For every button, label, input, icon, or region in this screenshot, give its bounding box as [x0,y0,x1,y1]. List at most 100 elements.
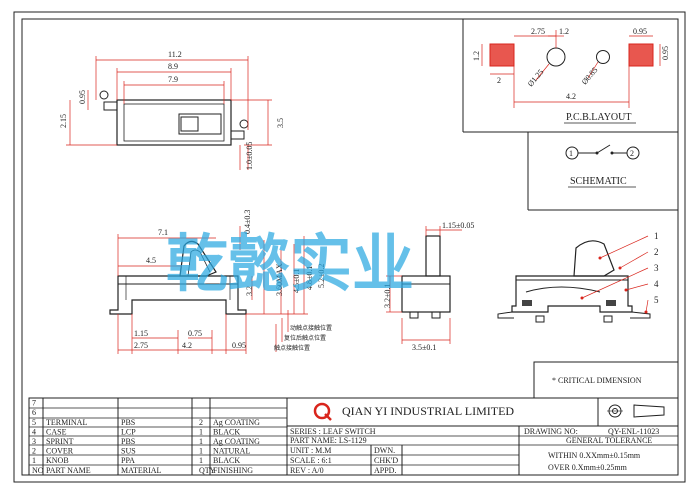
callout-dot-5 [644,310,648,314]
front-dim-36max: 3.60MAX [275,263,284,296]
title-part-name: PART NAME: LS-1129 [290,436,367,445]
top-body-inner [123,103,225,142]
title-block: QIAN YI INDUSTRIAL LIMITED SERIES : LEAF… [286,397,679,476]
top-knob-window [178,113,222,135]
front-dim-115: 1.15 [134,329,148,338]
front-dim-095: 0.95 [232,341,246,350]
section-contact-right [606,300,616,306]
pcb-layout-title: P.C.B.LAYOUT [566,112,631,123]
bom-cell-no: 5 [32,418,36,427]
outer-border [13,11,686,483]
callout-3: 3 [654,263,659,273]
front-note-2: 复位后触点位置 [284,334,326,342]
pcb-layout: 2.75 1.2 0.95 1.2 2 0.95 4.2 Ø1.25 Ø0.85… [472,27,670,124]
callout-dot-3 [580,296,584,300]
bom-cell-no: 6 [32,408,36,417]
pcb-dim-095b: 0.95 [661,46,670,60]
bom-cell-qty: QTY [199,466,216,475]
front-dim-45: 4.5 [146,256,156,265]
bom-cell-part: PART NAME [46,466,91,475]
front-knob-inner [187,249,211,277]
side-body [401,275,451,313]
bom-cell-no: 1 [32,456,36,465]
top-dim-112: 11.2 [168,50,182,59]
top-dim-215: 2.15 [59,114,68,128]
bom-cell-part: TERMINAL [46,418,87,427]
pcb-dim-2: 2 [497,76,501,85]
callout-dot-2 [618,266,622,270]
bom-cell-part: COVER [46,447,74,456]
pcb-dim-12b: 1.2 [472,51,481,61]
top-pin-right [239,119,249,129]
front-body-outline [109,275,247,315]
side-dim-35: 3.5±0.1 [412,343,436,352]
front-note-1: 动触点接触位置 [290,324,332,332]
bom-cell-no: 4 [32,427,36,436]
front-dim-32: 3.2 [245,286,254,296]
title-tol-over: OVER 0.Xmm±0.25mm [548,463,628,472]
top-dim-89: 8.9 [168,62,178,71]
front-dim-45b: 4.5±0.1 [292,269,301,293]
critical-note: * CRITICAL DIMENSION [552,376,642,385]
section-foot-right [603,315,613,323]
callout-2: 2 [654,247,659,257]
bom-cell-qty: 1 [199,437,203,446]
title-block-border [286,397,679,476]
bom-cell-qty: 1 [199,456,203,465]
bom-cell-no: 2 [32,447,36,456]
side-knob [425,235,441,277]
schematic-pin2: 2 [630,149,634,158]
section-foot-left [535,315,545,323]
callout-dot-1 [598,256,602,260]
pcb-hole-large [546,47,566,67]
top-terminal-left [103,101,118,111]
front-dim-075: 0.75 [188,329,202,338]
bom-cell-finishing: Ag COATING [213,418,260,427]
section-contact-left [522,300,532,306]
side-view: 1.15±0.05 3.2±0.1 3.5±0.1 [383,221,474,352]
pcb-dim-12a: 1.2 [559,27,569,36]
top-terminal-right [230,130,245,140]
front-dim-42: 4.2 [182,341,192,350]
title-tol-within: WITHIN 0.XXmm±0.15mm [548,451,641,460]
pcb-hole-small [596,50,610,64]
front-note-3: 触点接触位置 [274,344,310,352]
bom-cell-qty: 1 [199,447,203,456]
bom-cell-finishing: Ag COATING [213,437,260,446]
title-rev: REV : A/0 [290,466,324,475]
bom-cell-material: SUS [121,447,136,456]
section-body [511,275,633,313]
bom-cell-material: PPA [121,456,135,465]
bom-cell-finishing: NATURAL [213,447,250,456]
pcb-dim-095a: 0.95 [633,27,647,36]
callout-4: 4 [654,279,659,289]
section-leaf-spring [525,286,601,293]
title-chkd: CHK'D [374,456,398,465]
top-body-outline [116,99,232,146]
top-dim-35: 3.5 [276,118,285,128]
side-dim-115: 1.15±0.05 [442,221,474,230]
bom-cell-finishing: BLACK [213,456,240,465]
top-dim-095: 0.95 [78,90,87,104]
bom-cell-qty: 1 [199,427,203,436]
section-terminal-right [630,311,651,319]
pcb-dim-42: 4.2 [566,92,576,101]
schematic-switch-blade [596,144,611,154]
schematic-title: SCHEMATIC [570,176,627,187]
front-dim-71: 7.1 [158,228,168,237]
bom-cell-material: LCP [121,427,136,436]
top-dim-79: 7.9 [168,75,178,84]
schematic: 1 2 SCHEMATIC [565,144,640,188]
schematic-pin1: 1 [569,149,573,158]
bom-cell-part: KNOB [46,456,69,465]
pcb-pad-right [628,43,654,67]
front-dim-48: 4.8±0.1 [305,266,314,290]
side-dim-32: 3.2±0.1 [383,284,392,308]
bom-cell-material: PBS [121,418,135,427]
top-knob [180,116,199,132]
side-foot-right [431,311,441,319]
pcb-dim-125: Ø1.25 [526,68,546,89]
title-drawing-no-value: QY-ENL-11023 [608,427,659,436]
